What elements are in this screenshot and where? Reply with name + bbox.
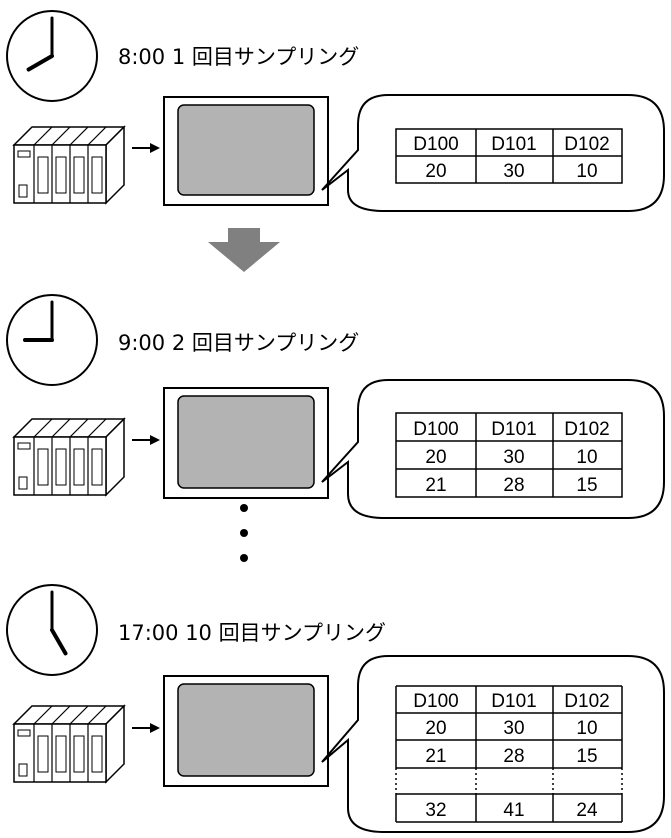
table-cell: 21 — [425, 475, 446, 496]
speech-bubble — [321, 655, 665, 833]
arrow-right-icon — [132, 723, 160, 733]
table-cell: 30 — [503, 718, 524, 739]
stage-caption: 8:00 1 回目サンプリング — [118, 45, 359, 69]
table-cell: 28 — [503, 475, 524, 496]
stage-caption: 17:00 10 回目サンプリング — [118, 621, 386, 645]
table-cell: 30 — [503, 161, 524, 182]
table-cell: 41 — [503, 800, 524, 821]
display-panel-icon — [163, 675, 329, 787]
table-cell: 10 — [576, 447, 597, 468]
table-cell: 20 — [425, 447, 446, 468]
clock-icon — [6, 294, 98, 386]
table-header: D101 — [491, 691, 536, 712]
plc-rack-icon — [12, 704, 126, 784]
clock-icon — [6, 10, 98, 102]
continuation-dots — [240, 504, 248, 562]
clock-icon — [6, 584, 98, 676]
table-cell: 15 — [576, 746, 597, 767]
data-table: D100 D101 D102 20 30 10 21 28 15 32 41 2… — [395, 685, 623, 823]
table-cell: 24 — [576, 800, 598, 821]
data-table: D100 D101 D102 20 30 10 — [395, 128, 623, 184]
table-header: D100 — [413, 419, 458, 440]
stage-caption: 9:00 2 回目サンプリング — [118, 331, 359, 355]
stage-2: 9:00 2 回目サンプリング — [6, 294, 665, 519]
table-cell: 20 — [425, 161, 446, 182]
display-panel-icon — [163, 387, 329, 499]
table-cell: 28 — [503, 746, 524, 767]
table-header: D102 — [564, 134, 609, 155]
stage-3: 17:00 10 回目サンプリング — [6, 584, 665, 833]
table-header: D100 — [413, 134, 458, 155]
data-table: D100 D101 D102 20 30 10 21 28 15 — [395, 412, 623, 498]
table-header: D101 — [491, 419, 536, 440]
table-header: D102 — [564, 419, 609, 440]
table-cell: 32 — [425, 800, 446, 821]
stage-1: 8:00 1 回目サンプリング — [6, 10, 665, 212]
arrow-right-icon — [132, 435, 160, 445]
display-panel-icon — [163, 96, 329, 206]
arrow-right-icon — [132, 143, 160, 153]
table-cell: 20 — [425, 718, 446, 739]
table-header: D100 — [413, 691, 458, 712]
table-header: D102 — [564, 691, 609, 712]
table-cell: 15 — [576, 475, 597, 496]
table-cell: 10 — [576, 161, 597, 182]
down-arrow-icon — [208, 228, 280, 272]
table-cell: 30 — [503, 447, 524, 468]
table-cell: 10 — [576, 718, 597, 739]
plc-rack-icon — [12, 417, 126, 497]
table-header: D101 — [491, 134, 536, 155]
table-cell: 21 — [425, 746, 446, 767]
plc-rack-icon — [12, 125, 126, 205]
